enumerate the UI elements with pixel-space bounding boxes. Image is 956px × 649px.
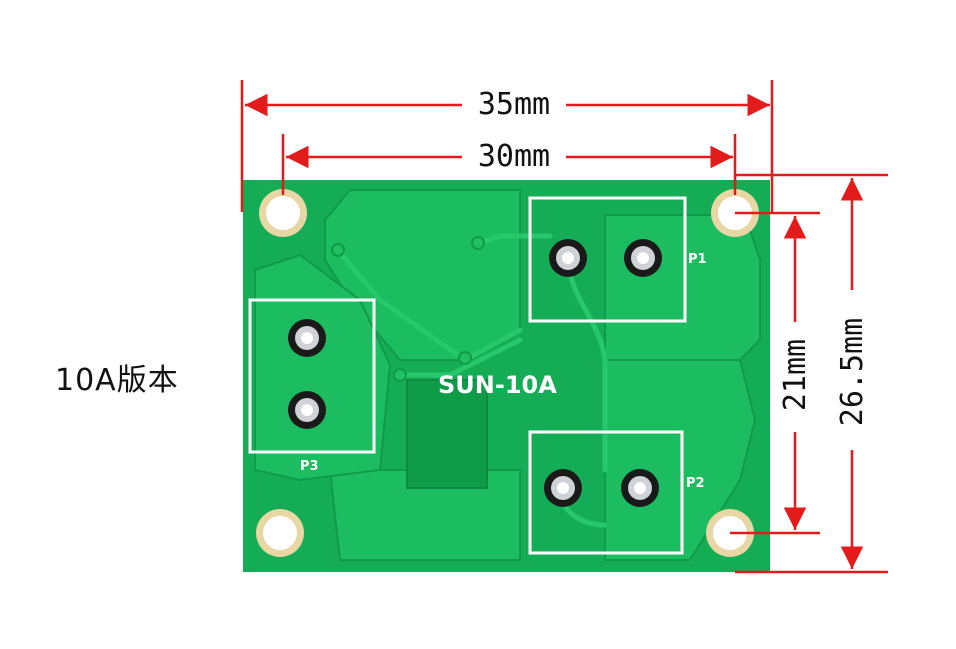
copper-pour-left bbox=[254, 253, 392, 482]
terminal-box-p3 bbox=[248, 298, 376, 454]
pcb-vias bbox=[331, 236, 485, 382]
pad-p3-b bbox=[288, 391, 326, 429]
pad-p3-a bbox=[288, 319, 326, 357]
pad-p1-a bbox=[549, 239, 587, 277]
dim-21mm-label: 21mm bbox=[778, 339, 813, 411]
terminal-label-p3: P3 bbox=[300, 459, 319, 474]
dimension-lines bbox=[240, 80, 888, 574]
pcb-board: SUN-10A P1 P2 P3 bbox=[243, 180, 770, 572]
board-name: SUN-10A bbox=[438, 371, 557, 399]
pad-p1-b bbox=[624, 239, 662, 277]
terminal-label-p1: P1 bbox=[688, 252, 707, 267]
silkscreen bbox=[248, 196, 687, 555]
board-cutout bbox=[406, 379, 488, 489]
solder-pads bbox=[288, 239, 662, 507]
terminal-box-p2 bbox=[528, 430, 684, 555]
dim-35mm-label: 35mm bbox=[478, 87, 550, 122]
version-label: 10A版本 bbox=[55, 363, 179, 398]
dim-26-5mm-label: 26.5mm bbox=[835, 318, 870, 426]
dim-30mm-label: 30mm bbox=[478, 139, 550, 174]
pad-p2-a bbox=[544, 469, 582, 507]
pad-p2-b bbox=[621, 469, 659, 507]
terminal-label-p2: P2 bbox=[686, 476, 705, 491]
terminal-box-p1 bbox=[528, 196, 687, 323]
copper-pour-right-bottom bbox=[604, 359, 757, 561]
